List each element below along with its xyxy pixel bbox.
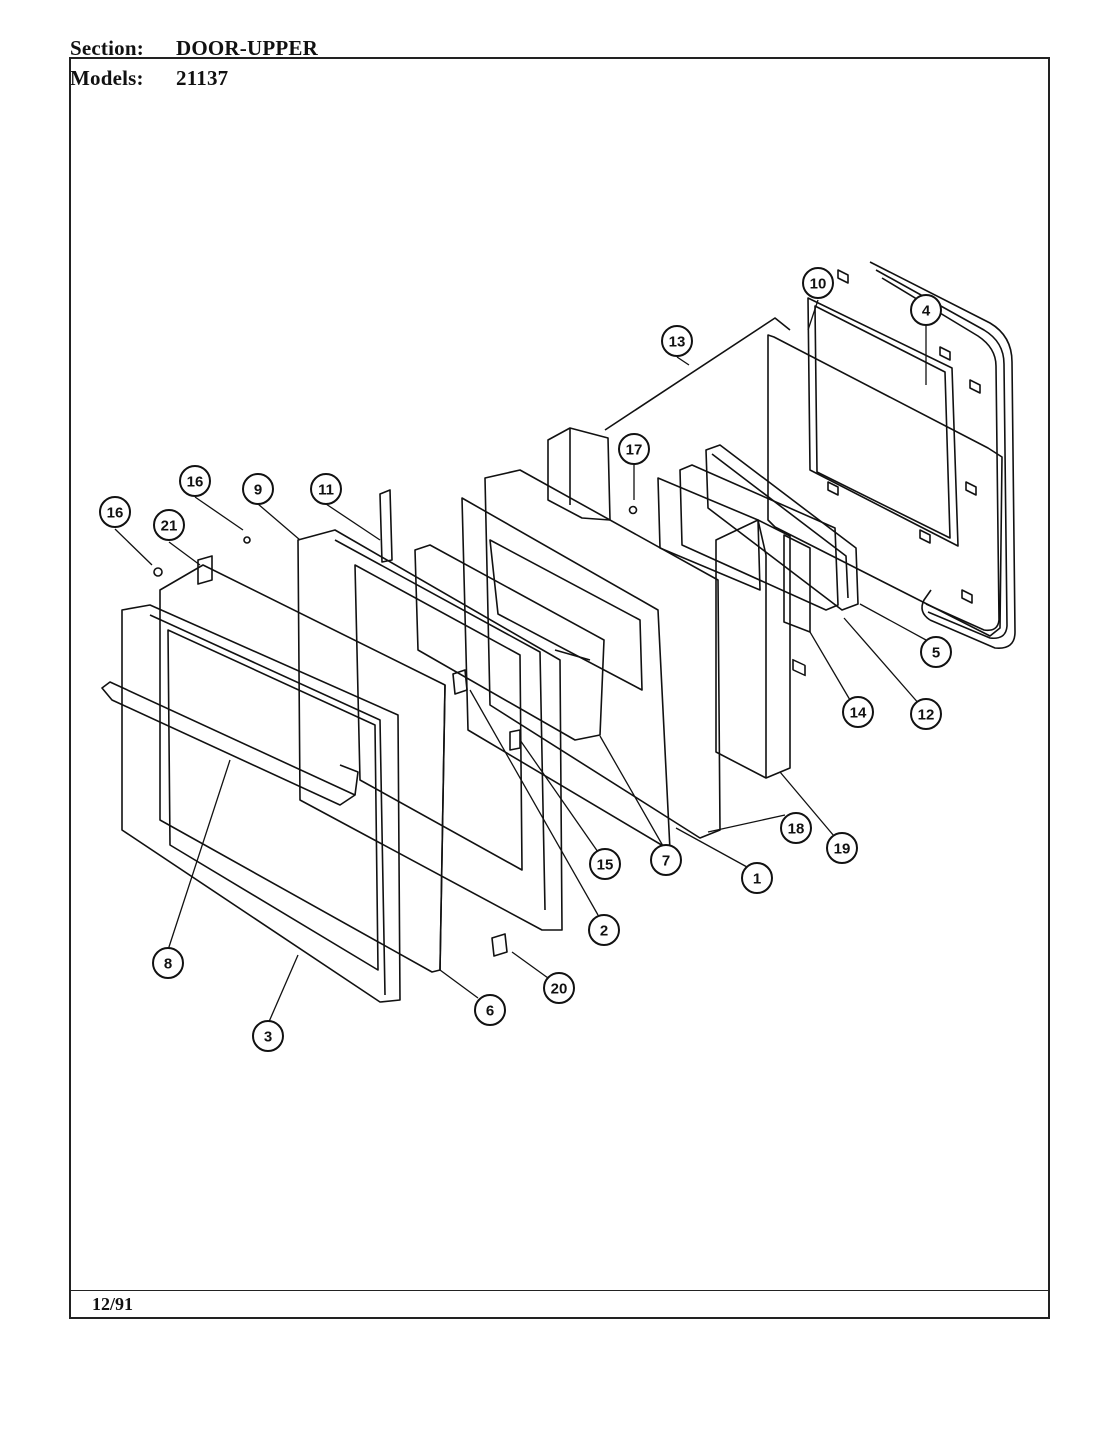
part-screw-16b [243,536,251,544]
callout-17: 17 [618,433,650,465]
part-clip-11 [379,489,393,563]
callout-21: 21 [153,509,185,541]
models-value: 21137 [176,66,229,90]
callout-label: 19 [834,841,851,858]
callout-label: 16 [187,474,204,491]
revision-date: 12/91 [92,1294,134,1314]
leader-lines [114,299,927,1025]
callout-16: 16 [179,465,211,497]
callout-label: 14 [850,705,867,722]
callout-15: 15 [589,848,621,880]
callout-label: 7 [662,853,670,870]
callout-label: 8 [164,956,172,973]
part-door-gasket [869,261,1016,649]
part-glass-pack [657,444,859,633]
callout-4: 4 [910,294,942,326]
part-glass-retainer [297,529,563,931]
callout-14: 14 [842,696,874,728]
callout-label: 20 [551,981,568,998]
callout-16: 16 [99,496,131,528]
diagram-frame [69,57,1050,1319]
callout-label: 5 [932,645,940,662]
callout-11: 11 [310,473,342,505]
part-screw-17 [628,505,638,515]
callout-label: 13 [669,334,686,351]
callout-label: 6 [486,1003,494,1020]
section-value: DOOR-UPPER [176,36,318,60]
callout-3: 3 [252,1020,284,1052]
callout-18: 18 [780,812,812,844]
callout-label: 1 [753,871,761,888]
part-insulation-19 [715,519,791,779]
callout-20: 20 [543,972,575,1004]
callout-label: 9 [254,482,262,499]
callout-7: 7 [650,844,682,876]
callout-label: 11 [318,482,334,499]
footer-divider [71,1290,1048,1291]
callout-8: 8 [152,947,184,979]
part-hinge-clip-15 [509,729,521,751]
part-door-panel [159,564,446,973]
callout-1: 1 [741,862,773,894]
callout-label: 2 [600,923,608,940]
callout-10: 10 [802,267,834,299]
part-handle [101,681,359,806]
section-label: Section: [70,36,144,60]
part-inner-liner [767,269,1003,677]
part-screw-16a [153,567,163,577]
callout-label: 16 [107,505,124,522]
part-inner-glass [414,544,605,741]
callout-label: 18 [788,821,805,838]
callout-label: 4 [922,303,931,320]
part-outer-door-frame [121,604,401,1003]
callout-6: 6 [474,994,506,1026]
callout-label: 12 [918,707,935,724]
callout-5: 5 [920,636,952,668]
callout-label: 17 [626,442,643,459]
part-hinge-clip-2 [452,669,468,695]
part-bumper-20 [491,933,508,957]
callout-label: 10 [810,276,827,293]
callout-2: 2 [588,914,620,946]
callout-19: 19 [826,832,858,864]
models-label: Models: [70,66,144,90]
part-clip-21 [197,555,213,585]
callout-label: 15 [597,857,614,874]
callout-12: 12 [910,698,942,730]
callout-9: 9 [242,473,274,505]
callout-label: 3 [264,1029,272,1046]
callout-13: 13 [661,325,693,357]
callout-label: 21 [161,518,178,535]
